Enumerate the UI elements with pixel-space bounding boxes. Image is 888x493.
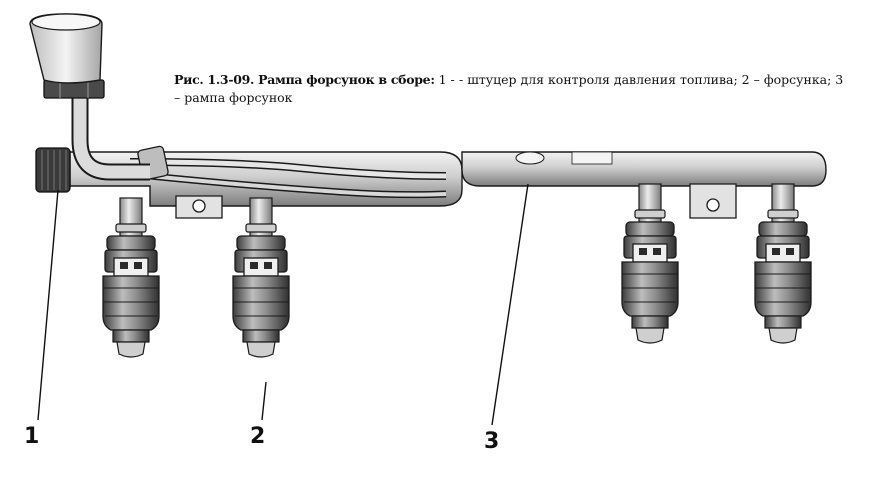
callout-3: 3 <box>484 429 500 454</box>
figure-caption-line-1: Рис. 1.3-09. Рампа форсунок в сборе: 1 - <box>174 72 455 88</box>
figure-caption-label: Рис. 1.3-09. Рампа форсунок в сборе: <box>174 72 435 87</box>
callout-2: 2 <box>250 424 266 449</box>
callout-1: 1 <box>24 424 40 449</box>
figure-caption-part-a: 1 - <box>434 72 455 87</box>
figure-caption-part-b: - штуцер для контроля давления топлива; … <box>459 72 844 87</box>
figure-caption-part-c: – рампа форсунок <box>174 90 293 105</box>
